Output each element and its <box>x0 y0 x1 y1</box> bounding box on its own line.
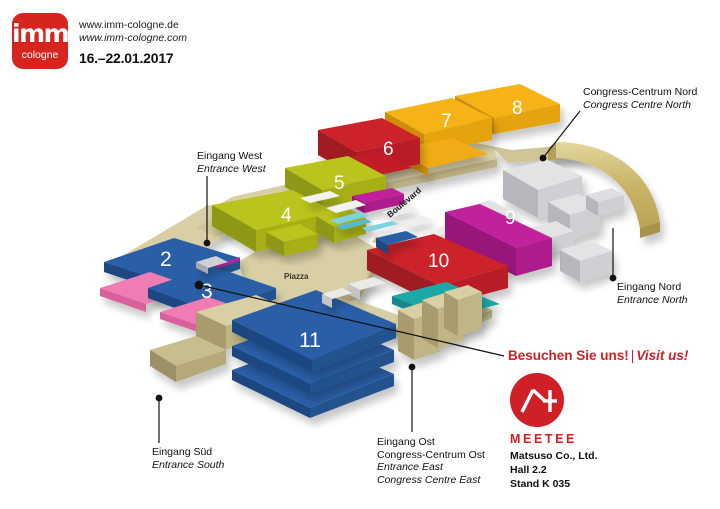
leader-line-visit <box>198 284 505 357</box>
callout-entrance-east: Eingang Ost Congress-Centrum Ost Entranc… <box>377 436 485 486</box>
brand-header: imm cologne www.imm-cologne.de www.imm-c… <box>0 0 340 72</box>
leader-dot-north <box>609 274 617 282</box>
meetee-company: Matsuso Co., Ltd. <box>510 450 598 462</box>
callout-entrance-west-en: Entrance West <box>197 162 266 175</box>
meetee-brand-name: MEETEE <box>510 432 577 446</box>
hall-label-2: 2 <box>160 248 172 271</box>
hall-label-10: 10 <box>428 251 449 272</box>
congress-north-arc <box>548 142 660 238</box>
cyan-accents <box>330 212 398 232</box>
callout-entrance-east-en-1: Entrance East <box>377 461 443 473</box>
leader-dot-east <box>408 363 416 371</box>
leader-dot-south <box>155 394 163 402</box>
callout-congress-north: Congress-Centrum Nord Congress Centre No… <box>583 86 697 111</box>
visit-us-headline-en: Visit us! <box>636 348 689 363</box>
callout-entrance-east-en-2: Congress Centre East <box>377 473 481 486</box>
leader-dot-west <box>203 239 211 247</box>
meetee-logo[interactable] <box>510 373 564 427</box>
hall-label-5: 5 <box>334 173 345 194</box>
visit-us-headline-de: Besuchen Sie uns! <box>508 348 629 363</box>
hall-4-annex <box>266 224 318 256</box>
hall-label-8: 8 <box>512 98 523 119</box>
leader-dot-visit <box>194 280 204 290</box>
website-url-com[interactable]: www.imm-cologne.com <box>79 32 187 44</box>
hall-label-9: 9 <box>505 208 516 229</box>
piazza-label: Piazza <box>284 272 309 281</box>
meetee-hall: Hall 2.2 <box>510 464 547 476</box>
hall-label-3: 3 <box>201 280 213 303</box>
callout-entrance-south: Eingang Süd Entrance South <box>152 446 224 471</box>
website-url-de[interactable]: www.imm-cologne.de <box>79 19 179 31</box>
callout-entrance-south-de: Eingang Süd <box>152 446 213 458</box>
blue-slab-small <box>376 231 418 254</box>
hall-11 <box>232 290 396 372</box>
event-dates: 16.–22.01.2017 <box>79 50 174 66</box>
callout-entrance-west-de: Eingang West <box>197 150 263 162</box>
visit-us-headline: Besuchen Sie uns!|Visit us! <box>508 348 713 363</box>
hall-label-4: 4 <box>281 205 292 226</box>
congress-buildings <box>455 160 624 282</box>
entrance-east-structures <box>398 285 482 360</box>
callout-entrance-north-de: Eingang Nord <box>617 281 682 293</box>
leader-dot-congress-north <box>539 154 547 162</box>
leader-line-congress-north <box>542 110 581 159</box>
callout-entrance-east-de-1: Eingang Ost <box>377 436 435 448</box>
meetee-stand: Stand K 035 <box>510 478 571 490</box>
callout-congress-north-en: Congress Centre North <box>583 98 691 111</box>
callout-entrance-north-en: Entrance North <box>617 293 688 306</box>
callout-entrance-west: Eingang West Entrance West <box>197 150 266 175</box>
hall-label-7: 7 <box>441 111 452 132</box>
hall-label-11: 11 <box>299 329 321 352</box>
callout-entrance-south-en: Entrance South <box>152 458 225 471</box>
logo-wordmark-imm: imm <box>12 19 70 48</box>
callout-entrance-east-de-2: Congress-Centrum Ost <box>377 448 485 461</box>
minor-buildings <box>196 256 386 308</box>
meetee-details: Matsuso Co., Ltd. Hall 2.2 Stand K 035 <box>510 449 598 491</box>
hall-9 <box>445 204 552 276</box>
logo-wordmark-cologne: cologne <box>21 49 59 61</box>
imm-cologne-logo[interactable]: imm cologne <box>12 13 70 69</box>
callout-entrance-north: Eingang Nord Entrance North <box>617 281 688 306</box>
visit-us-separator: | <box>630 348 635 363</box>
service-roofs <box>300 191 452 237</box>
callout-congress-north-de: Congress-Centrum Nord <box>583 86 698 98</box>
visit-us-block: Besuchen Sie uns!|Visit us! MEETEE Matsu… <box>508 348 713 490</box>
hall-label-6: 6 <box>383 139 394 160</box>
